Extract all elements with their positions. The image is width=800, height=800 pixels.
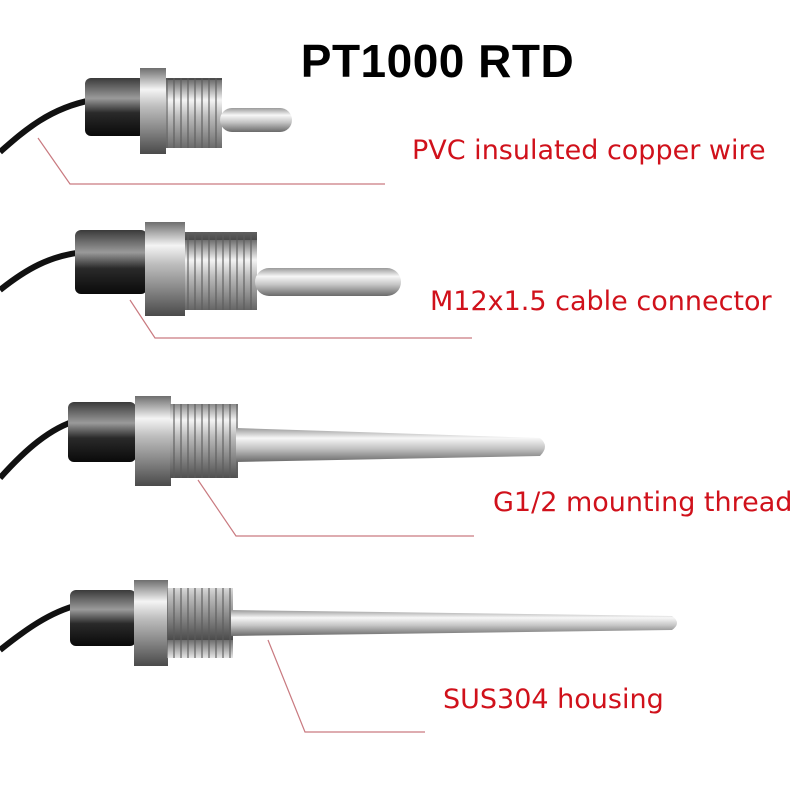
sensor-4 bbox=[0, 580, 677, 666]
cable bbox=[0, 417, 79, 480]
thread bbox=[167, 588, 233, 658]
hex-nut bbox=[135, 396, 171, 486]
leader-lines bbox=[37, 137, 474, 733]
thread bbox=[185, 232, 257, 310]
cable bbox=[0, 602, 79, 653]
callout-thread: G1/2 mounting thread bbox=[493, 487, 793, 518]
leader-line-2 bbox=[129, 299, 472, 339]
sensor-3 bbox=[0, 396, 545, 486]
thread bbox=[170, 404, 238, 478]
probe-rod bbox=[231, 610, 677, 636]
probe-rod bbox=[255, 268, 401, 296]
page-title: PT1000 RTD bbox=[300, 35, 575, 87]
sensor-1 bbox=[0, 68, 292, 155]
probe-rod bbox=[236, 428, 545, 462]
cable bbox=[0, 97, 93, 155]
cable bbox=[0, 249, 86, 293]
cable-gland bbox=[68, 402, 136, 462]
sensor-2 bbox=[0, 222, 401, 316]
leader-line-4 bbox=[267, 639, 425, 733]
hex-nut bbox=[134, 580, 168, 666]
cable-gland bbox=[85, 78, 145, 136]
callout-cable: PVC insulated copper wire bbox=[412, 135, 766, 166]
cable-gland bbox=[75, 230, 147, 294]
cable-gland bbox=[70, 590, 136, 646]
probe-rod bbox=[220, 108, 292, 132]
leader-line-3 bbox=[197, 479, 474, 537]
callout-connector: M12x1.5 cable connector bbox=[430, 286, 772, 317]
hex-nut bbox=[145, 222, 185, 316]
hex-nut bbox=[140, 68, 166, 154]
thread bbox=[166, 78, 222, 148]
callout-housing: SUS304 housing bbox=[443, 684, 664, 715]
leader-line-1 bbox=[37, 137, 385, 185]
